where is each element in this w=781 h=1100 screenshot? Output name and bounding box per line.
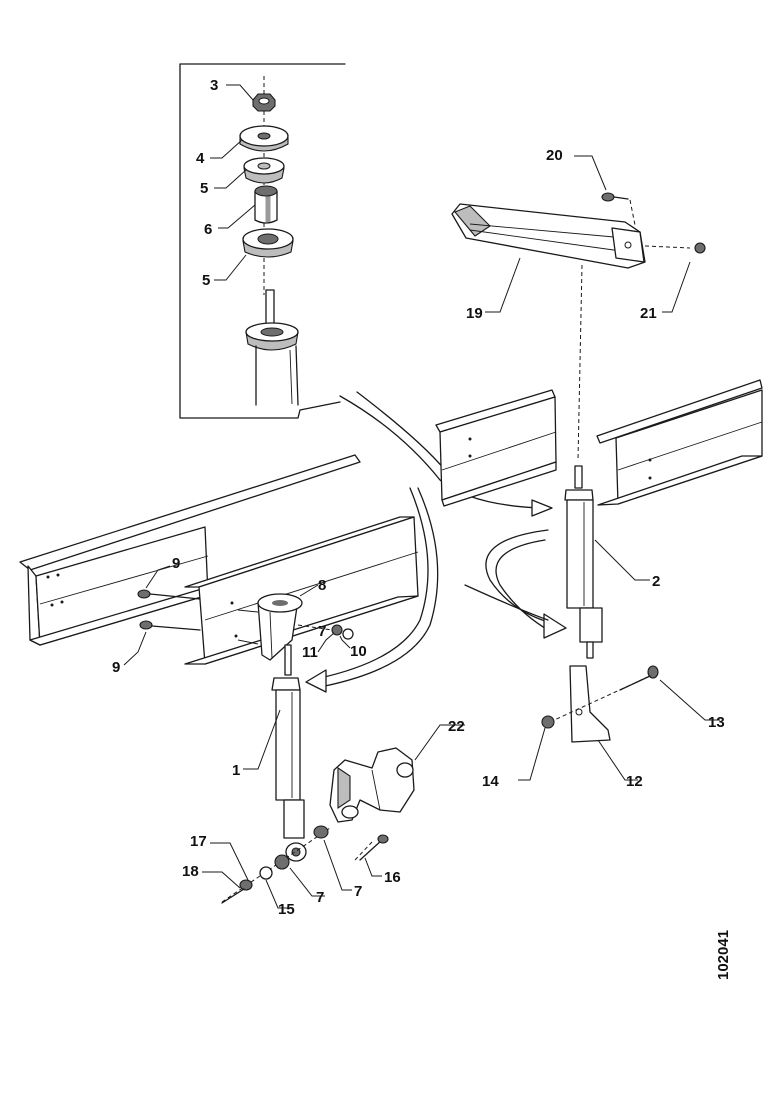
label-7-upper: 7 — [318, 623, 326, 640]
nut-part-14 — [541, 715, 555, 729]
shock-absorber-2 — [564, 465, 603, 659]
lower-fasteners — [221, 825, 389, 904]
label-5-upper: 5 — [200, 180, 208, 197]
frame-rail-right-a — [435, 389, 557, 507]
label-20: 20 — [546, 147, 563, 164]
damper-top-detail — [245, 289, 299, 406]
label-9-upper: 9 — [172, 555, 180, 572]
shock-absorber-1 — [271, 644, 307, 862]
inset-mount-stack — [239, 76, 299, 406]
assembly-arrows — [305, 391, 567, 693]
label-7-mid: 7 — [316, 889, 324, 906]
label-8: 8 — [318, 577, 326, 594]
label-11: 11 — [302, 644, 318, 661]
label-14: 14 — [482, 773, 499, 790]
label-3: 3 — [210, 77, 218, 94]
label-12: 12 — [626, 773, 643, 790]
bolt-part-20 — [601, 192, 629, 202]
label-13: 13 — [708, 714, 725, 731]
lower-bracket-12 — [541, 665, 659, 743]
label-4: 4 — [196, 150, 205, 167]
label-2: 2 — [652, 573, 660, 590]
sleeve-part-6 — [254, 185, 278, 224]
bolt-part-16 — [354, 834, 389, 861]
fasteners-9-10-11 — [137, 589, 354, 640]
bolt-part-13 — [619, 665, 659, 691]
frame-rail-inner — [184, 516, 419, 665]
label-17: 17 — [190, 833, 207, 850]
label-16: 16 — [384, 869, 401, 886]
label-9-lower: 9 — [112, 659, 120, 676]
leader-lines — [123, 84, 720, 909]
nut-part-3 — [252, 93, 276, 112]
label-1: 1 — [232, 762, 240, 779]
label-19: 19 — [466, 305, 483, 322]
label-7-right: 7 — [354, 883, 362, 900]
label-15: 15 — [278, 901, 295, 918]
washer-part-4 — [239, 125, 289, 152]
bush-part-5-upper — [243, 157, 285, 184]
label-5-lower: 5 — [202, 272, 210, 289]
label-18: 18 — [182, 863, 199, 880]
detail-inset — [179, 63, 346, 419]
crossmember-bracket-19 — [451, 192, 706, 461]
item-labels: 3 4 5 6 5 20 19 21 2 9 9 8 11 10 7 1 22 … — [112, 77, 725, 918]
label-21: 21 — [640, 305, 657, 322]
chassis-frame — [19, 379, 763, 665]
frame-rail-left — [19, 454, 361, 646]
mount-bracket-8 — [237, 593, 303, 661]
label-22: 22 — [448, 718, 465, 735]
label-10: 10 — [350, 643, 367, 660]
label-6: 6 — [204, 221, 212, 238]
lower-bracket-22 — [329, 747, 415, 823]
bush-part-5-lower — [242, 228, 294, 258]
nut-part-21 — [694, 242, 706, 254]
drawing-reference-number: 102041 — [715, 930, 732, 980]
frame-rail-right-b — [596, 379, 763, 506]
